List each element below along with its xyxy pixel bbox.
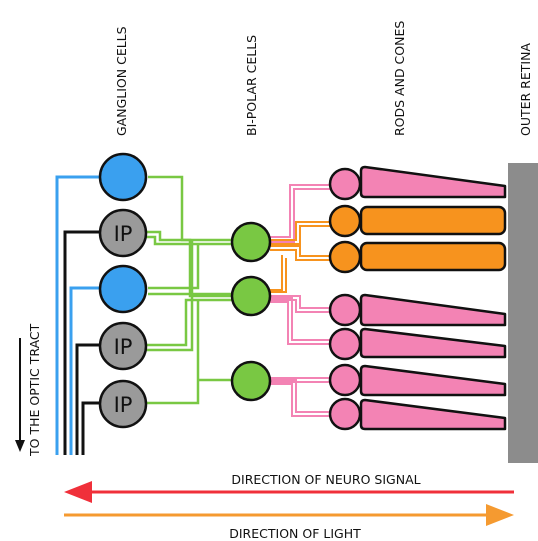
rod-cell-body [328, 363, 362, 397]
ganglion-bipolar-connections [146, 175, 232, 405]
rod-cell-body [328, 397, 362, 431]
rod-cell [359, 327, 507, 359]
label-to-optic-tract: TO THE OPTIC TRACT [27, 323, 42, 457]
bipolar-cell [230, 360, 272, 402]
ganglion-cell [98, 152, 148, 202]
photoreceptor-column [328, 165, 507, 431]
label-neuro-signal: DIRECTION OF NEURO SIGNAL [231, 472, 420, 487]
rod-cell [359, 364, 507, 397]
bipolar-cell [230, 221, 272, 263]
ip-cell [98, 321, 148, 371]
ganglion-cell-column: IP IP IP [98, 152, 148, 429]
cone-cell [359, 205, 507, 236]
label-light: DIRECTION OF LIGHT [229, 526, 361, 541]
rod-cell-body [328, 327, 362, 361]
cone-cell-body [328, 240, 362, 274]
outer-retina-wall [508, 163, 538, 463]
rod-cell [359, 398, 507, 431]
ip-cell-label: IP [114, 393, 133, 417]
optic-tract-axons [55, 175, 100, 455]
ip-cell-label: IP [114, 335, 133, 359]
label-ganglion-cells: GANGLION CELLS [114, 26, 129, 136]
cone-cell-body [328, 204, 362, 238]
label-rods-and-cones: RODS AND CONES [392, 21, 407, 136]
ganglion-cell [98, 264, 148, 314]
ip-cell-label: IP [114, 222, 133, 246]
rod-cell [359, 293, 507, 327]
ip-cell [98, 379, 148, 429]
light-arrow [64, 504, 514, 526]
neuro-signal-arrow [64, 481, 514, 503]
ip-cell [98, 208, 148, 258]
bipolar-photoreceptor-connections [270, 184, 330, 417]
bipolar-cell-column [230, 221, 272, 402]
label-outer-retina: OUTER RETINA [518, 43, 533, 136]
cone-cell [359, 241, 507, 272]
rod-cell-body [328, 167, 362, 201]
rod-cell [359, 165, 507, 199]
rod-cell-body [328, 293, 362, 327]
bipolar-cell [230, 275, 272, 317]
optic-tract-arrow [15, 338, 25, 452]
label-bipolar-cells: BI-POLAR CELLS [244, 35, 259, 136]
